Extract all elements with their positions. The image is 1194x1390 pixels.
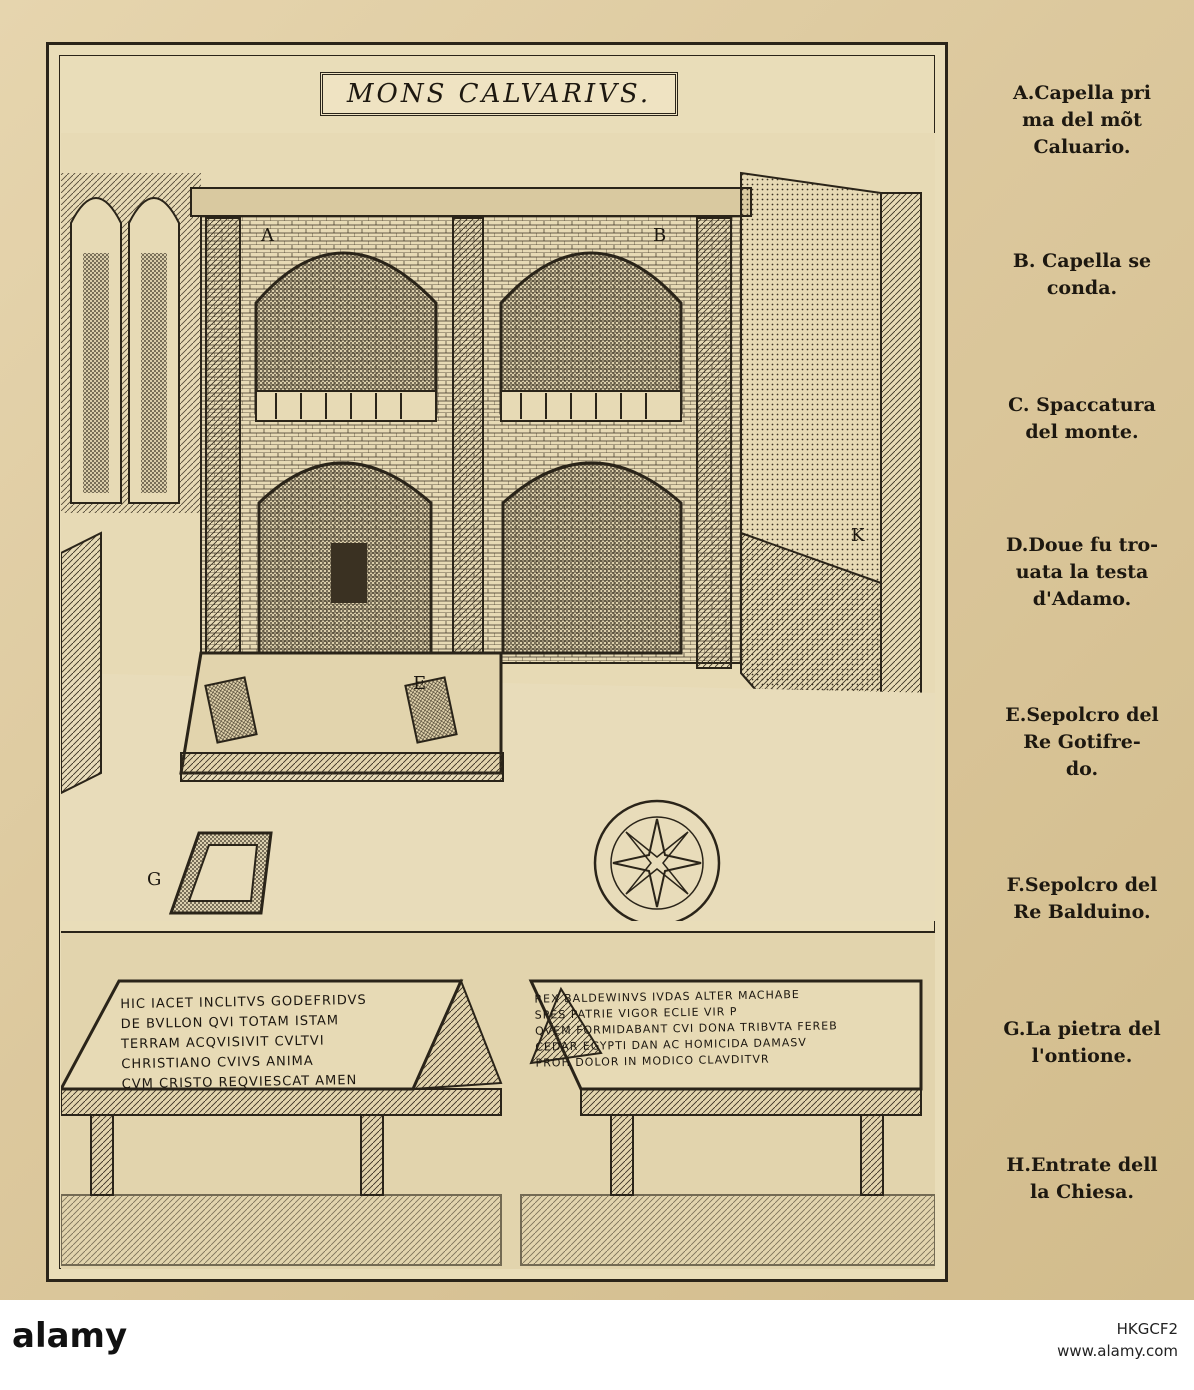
- label-k: K: [851, 525, 865, 546]
- unction-stone: [168, 831, 273, 915]
- calvary-chapel-engraving: A B K E G: [60, 133, 941, 927]
- left-arcade: [61, 173, 201, 513]
- legend-line: Re Gotifre-: [1023, 731, 1141, 753]
- stock-footer: [0, 1300, 1194, 1390]
- legend-line: conda.: [1046, 277, 1118, 299]
- baldwin-inscription: REX BALDEWINVS IVDAS ALTER MACHABE SPES …: [534, 986, 838, 1071]
- legend-line: l'ontione.: [1031, 1045, 1133, 1067]
- legend-line: uata la testa: [1015, 561, 1149, 583]
- legend-line: del monte.: [1025, 421, 1139, 443]
- architecture-drawing: [60, 171, 941, 927]
- stock-image-info: HKGCF2 www.alamy.com: [1057, 1318, 1178, 1362]
- legend-line: d'Adamo.: [1032, 588, 1132, 610]
- label-e: E: [413, 673, 427, 694]
- label-b: B: [653, 225, 667, 246]
- legend-line: F.Sepolcro del: [1006, 874, 1158, 896]
- legend-line: do.: [1065, 758, 1099, 780]
- legend-item-g: G.La pietra del l'ontione.: [982, 1016, 1182, 1070]
- legend-line: la Chiesa.: [1029, 1181, 1134, 1203]
- alamy-logo: alamy: [12, 1316, 128, 1356]
- plate-title: MONS CALVARIVS.: [319, 72, 679, 116]
- stock-image-id: HKGCF2: [1116, 1320, 1178, 1338]
- legend-line: C. Spaccatura: [1008, 394, 1156, 416]
- label-g: G: [147, 869, 162, 890]
- stock-url: www.alamy.com: [1057, 1342, 1178, 1360]
- legend-line: Caluario.: [1033, 136, 1131, 158]
- legend-line: E.Sepolcro del: [1005, 704, 1159, 726]
- legend-line: A.Capella pri: [1012, 82, 1152, 104]
- legend-item-b: B. Capella se conda.: [982, 248, 1182, 302]
- title-cartouche: MONS CALVARIVS.: [289, 63, 709, 125]
- tombs-drawing: [61, 978, 935, 1266]
- legend-line: B. Capella se: [1012, 250, 1152, 272]
- legend-item-c: C. Spaccatura del monte.: [982, 392, 1182, 446]
- legend-line: ma del mõt: [1022, 109, 1142, 131]
- engraving-plate: MONS CALVARIVS.: [46, 42, 948, 1282]
- legend-item-d: D.Doue fu tro- uata la testa d'Adamo.: [982, 532, 1182, 613]
- legend-item-f: F.Sepolcro del Re Balduino.: [982, 872, 1182, 926]
- chapel-facade: [190, 187, 752, 669]
- legend-item-e: E.Sepolcro del Re Gotifre- do.: [982, 702, 1182, 783]
- godfrey-inscription: HIC IACET INCLITVS GODEFRIDVS DE BVLLON …: [120, 991, 368, 1095]
- legend-line: G.La pietra del: [1003, 1018, 1161, 1040]
- legend-line: H.Entrate dell: [1006, 1154, 1158, 1176]
- tomb-baldwin: [520, 979, 935, 1266]
- legend-line: Re Balduino.: [1013, 901, 1151, 923]
- legend-line: D.Doue fu tro-: [1005, 534, 1159, 556]
- tombs-panel: HIC IACET INCLITVS GODEFRIDVS DE BVLLON …: [61, 931, 935, 1269]
- legend-item-a: A.Capella pri ma del mõt Caluario.: [982, 80, 1182, 161]
- label-a: A: [261, 225, 274, 246]
- book-page: MONS CALVARIVS.: [0, 0, 1194, 1300]
- floor: [60, 531, 941, 921]
- legend-item-h: H.Entrate dell la Chiesa.: [982, 1152, 1182, 1206]
- tomb-godfrey: [61, 978, 503, 1266]
- godfrey-inscription-line: CVM CRISTO REQVIESCAT AMEN: [121, 1073, 358, 1093]
